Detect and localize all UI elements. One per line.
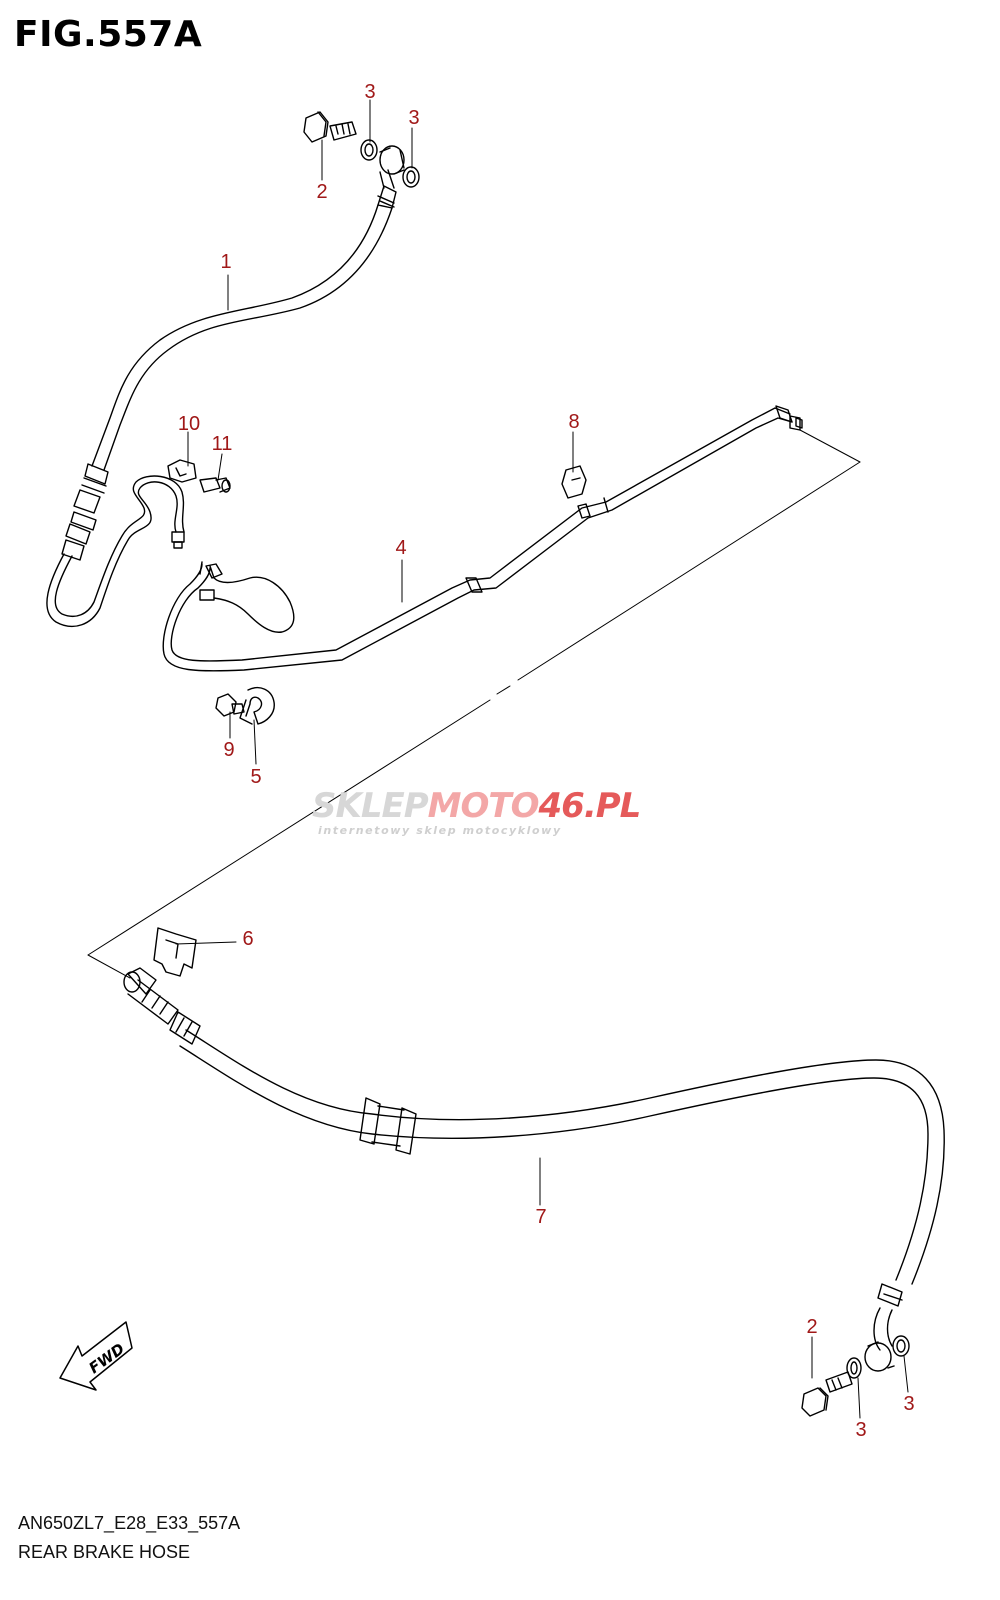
bolt-11 <box>199 477 231 493</box>
clip-6 <box>153 927 197 977</box>
fwd-arrow-icon: FWD <box>59 1321 133 1391</box>
bolt-2-top <box>303 111 357 143</box>
bolt-9 <box>215 693 245 717</box>
watermark-part3: 46.PL <box>538 786 642 826</box>
figure-name: REAR BRAKE HOSE <box>18 1542 191 1562</box>
washer-3-top-a <box>360 139 378 161</box>
watermark-logo: SKLEPMOTO46.PL <box>312 786 642 826</box>
callout-11[interactable]: 11 <box>212 433 233 455</box>
washer-3-top-b <box>402 166 420 188</box>
clamp-5 <box>239 686 275 725</box>
callout-3-bottom-b[interactable]: 3 <box>903 1393 914 1415</box>
banjo-fitting-top <box>379 145 405 175</box>
callout-10[interactable]: 10 <box>178 413 200 435</box>
callout-3-top-b[interactable]: 3 <box>408 107 419 129</box>
callout-5[interactable]: 5 <box>250 766 261 788</box>
watermark-tagline: internetowy sklep motocyklowy <box>318 824 562 837</box>
callout-7[interactable]: 7 <box>535 1206 546 1228</box>
figure-code: AN650ZL7_E28_E33_557A <box>18 1513 241 1533</box>
part-7-lower-hose <box>123 967 945 1351</box>
callout-2-bottom[interactable]: 2 <box>806 1316 817 1338</box>
washer-3-bottom-a <box>846 1357 862 1379</box>
banjo-fitting-bottom <box>864 1341 895 1372</box>
callout-6[interactable]: 6 <box>242 928 253 950</box>
callout-3-top-a[interactable]: 3 <box>364 81 375 103</box>
figure-title: FIG.557A <box>14 14 203 55</box>
callout-2-top[interactable]: 2 <box>316 181 327 203</box>
clip-8 <box>561 465 587 499</box>
watermark-part1: SKLEP <box>312 786 429 826</box>
leader-lines <box>175 99 909 1419</box>
watermark-part2: MOTO <box>427 786 540 826</box>
washer-3-bottom-b <box>892 1335 910 1357</box>
callout-4[interactable]: 4 <box>395 537 406 559</box>
clamp-10 <box>167 459 197 483</box>
bolt-2-bottom <box>801 1371 853 1417</box>
connection-lines <box>87 429 861 979</box>
callout-1[interactable]: 1 <box>220 251 231 273</box>
part-1-upper-hose <box>46 169 397 627</box>
callout-9[interactable]: 9 <box>223 739 234 761</box>
callout-3-bottom-a[interactable]: 3 <box>855 1419 866 1441</box>
callout-8[interactable]: 8 <box>568 411 579 433</box>
callout-labels: 1 2 3 3 4 5 6 7 8 9 10 11 2 3 3 <box>178 81 915 1441</box>
part-4-brake-pipe <box>162 405 803 672</box>
